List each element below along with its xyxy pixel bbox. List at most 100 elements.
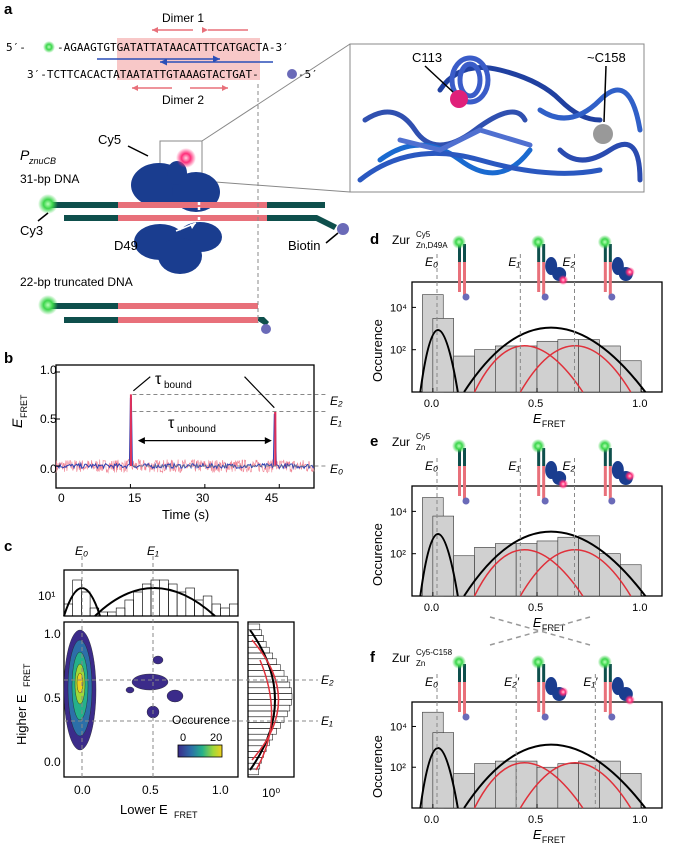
hist_f-icon-free [452,655,470,721]
top-hist-bar [229,603,239,617]
heat-ytick-0: 0.0 [44,755,61,769]
hist_f-bar [515,760,538,809]
hist-e-title: Zur [392,435,410,449]
trace-xtick-3: 45 [265,491,279,505]
hist_e-xlabel: E [533,615,542,630]
top-hist-bar [220,607,230,617]
hist_e-xtick-0: 0.0 [424,602,439,614]
right-hist-bar [247,722,281,729]
hist_f-bar [578,760,600,809]
hist_f-xtick-1: 0.5 [528,814,543,826]
hist_f-fit-e0 [419,747,459,809]
hist_d-fit-e2 [519,345,632,393]
structure-ribbons [357,55,643,183]
heat-ytick-2: 1.0 [44,627,61,641]
hist_f-bar [432,732,454,809]
top-hist-bar [115,607,126,617]
dna-bottom-seq: 3′-TCTTCACACTATAATATTGTAAAGTACTGAT- [27,68,259,81]
hist_e-xtick-2: 1.0 [632,602,647,614]
trace-raw-line [55,394,315,474]
panel-label-f: f [370,649,376,666]
trace-ytick-0: 0.0 [40,462,57,476]
hist_f-label-e0: E₀ [425,675,438,689]
heat-ytick-1: 0.5 [44,691,61,705]
hist_e-bar [557,536,579,597]
hist_d-ylabel: Occurence [370,319,385,382]
heat-e1-top: E₁ [147,544,159,558]
hist_d-xtick-2: 1.0 [632,398,647,410]
hist_d-label-e0: E₀ [425,255,438,269]
hist_f-fit-e2 [519,762,632,809]
c158-sphere [593,124,613,144]
hist-f-title: Zur [392,651,410,665]
panel-label-d: d [370,231,379,248]
hist_f-xlabel: E [533,827,542,842]
hist_e-fit-bound [463,530,647,597]
c158-label: ~C158 [587,50,626,65]
hist_f-bar [557,763,579,809]
promoter-sub: znuCB [28,156,56,166]
hist_f-bar [599,760,621,809]
hist_e-fit-e1 [473,549,584,597]
hist_f-label-e1: E₂′ [504,675,520,689]
cy3-dot [38,194,58,214]
biotin-dot-seq [287,69,297,79]
right-hist-bar [247,623,261,631]
hist_d-icon-free [452,235,470,301]
tau-bound: τ [155,371,162,388]
hist-d-sup: Cy5 [416,230,431,239]
hist_e-fit-e2 [519,549,632,597]
hist_e-label-e2: E₂ [563,459,576,473]
hist-f-sub: Zn [416,659,425,668]
heat-e1-right: E₁ [321,714,333,728]
tau-bound-pointer-1 [133,376,151,392]
panel-label-b: b [4,350,13,367]
dna-top-5prime: 5′- [6,41,26,54]
hist_e-ylabel: Occurence [370,523,385,586]
dimer1-label: Dimer 1 [162,11,204,25]
tau-unbound-sub: unbound [177,424,216,435]
right-hist-bar [247,716,285,723]
heat-xtick-2: 1.0 [212,783,229,797]
cy5-dot [176,148,196,168]
dna31-label: 31-bp DNA [20,172,79,186]
hist-e-sub: Zn [416,443,425,452]
hist_d-label-e1: E₁ [508,255,520,269]
top-hist-bar [168,583,178,617]
hist_f-ytick-0: 10⁴ [390,721,407,733]
hist_f-xtick-2: 1.0 [632,814,647,826]
panel-label-a: a [4,1,13,18]
hist_d-xlabel: E [533,411,542,426]
top-hist-bar [124,599,134,617]
trace-chart: E FRET 0.0 0.5 1.0 0 15 30 45 Time (s) τ… [9,363,343,522]
trace-ytick-1: 0.5 [40,412,57,426]
hist_e-fit-e0 [419,533,459,597]
right-hist-fit-a [251,639,280,761]
dna-bottom-5prime: -5′ [298,68,318,81]
heat-e0: E₀ [75,544,88,558]
hist_e-label-e0: E₀ [425,459,438,473]
hist_e-ytick-1: 10² [390,549,406,561]
heat-ylabel-sub: FRET [22,663,32,687]
tau-bound-sub: bound [164,380,192,391]
top-hist-bar [150,579,160,617]
hist_f-ylabel: Occurence [370,735,385,798]
hist_e-bar [578,535,600,597]
hist_d-xtick-1: 0.5 [528,398,543,410]
top-hist-bar [185,587,195,617]
right-hist-bar [247,652,273,660]
top-hist-bar [159,579,169,617]
hist_f-fit-e1 [473,762,584,809]
right-hist-fit [249,629,276,771]
trace-ytick-2: 1.0 [40,363,57,377]
c113-label: C113 [412,50,442,65]
hist_d-icon-b2 [597,235,635,301]
hist_d-ytick-0: 10⁴ [390,302,407,314]
heat-right-xtick: 10⁰ [262,786,280,800]
biotin-dot [337,223,349,235]
trace-xtick-1: 15 [128,491,142,505]
right-hist-bar [247,710,288,718]
